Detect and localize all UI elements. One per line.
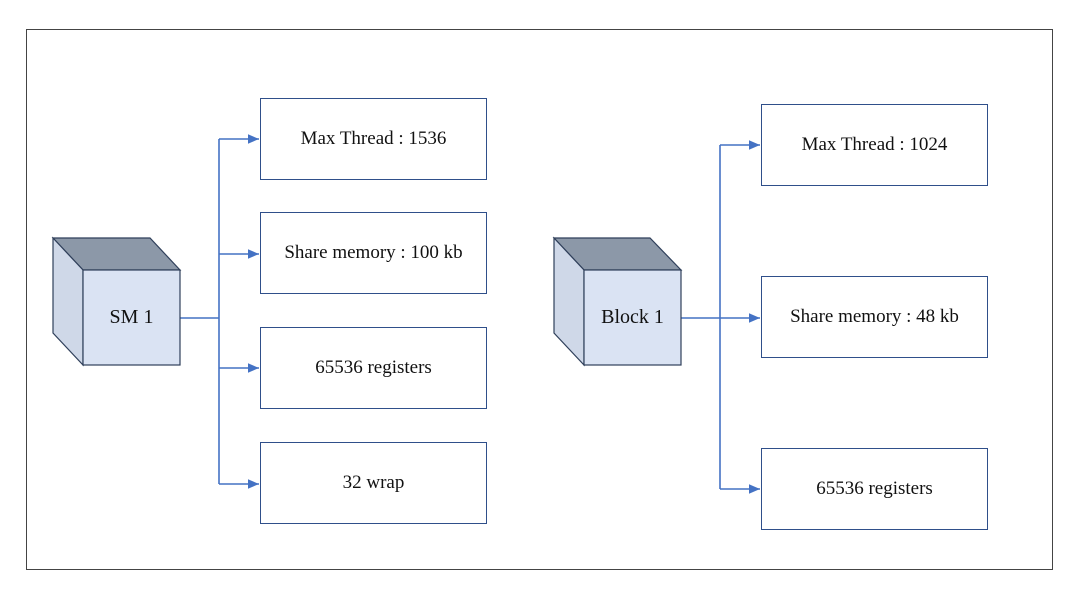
share-memory-100-box: Share memory : 100 kb xyxy=(260,212,487,294)
share-memory-48-box: Share memory : 48 kb xyxy=(761,276,988,358)
block1-cube-front xyxy=(583,269,682,366)
wrap-32-box: 32 wrap xyxy=(260,442,487,524)
max-thread-1024-box: Max Thread : 1024 xyxy=(761,104,988,186)
diagram-frame xyxy=(26,29,1053,570)
sm1-cube-front xyxy=(82,269,181,366)
registers-left-box: 65536 registers xyxy=(260,327,487,409)
max-thread-1536-box: Max Thread : 1536 xyxy=(260,98,487,180)
registers-right-box: 65536 registers xyxy=(761,448,988,530)
sm1-label: SM 1 xyxy=(109,306,154,328)
block1-label: Block 1 xyxy=(601,306,664,328)
